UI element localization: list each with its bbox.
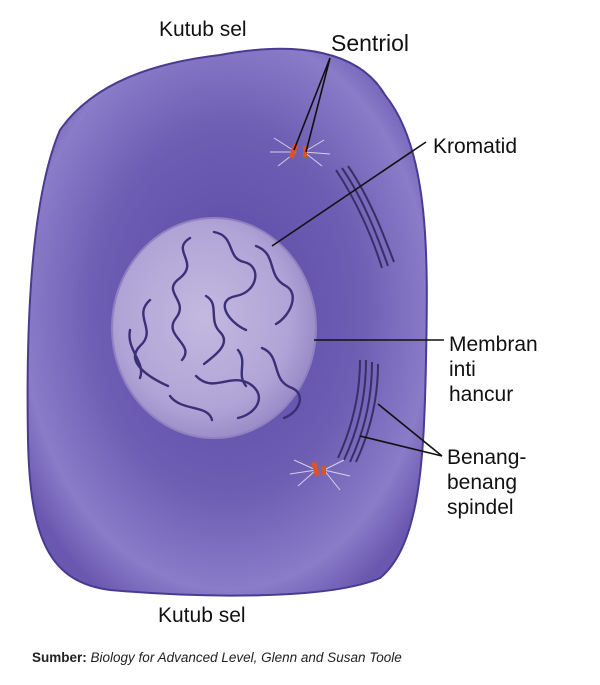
pointer-lines xyxy=(271,57,444,457)
label-nuclear-membrane-line3: hancur xyxy=(449,382,514,406)
source-citation: Biology for Advanced Level, Glenn and Su… xyxy=(90,650,402,665)
label-pole-bottom: Kutub sel xyxy=(158,604,246,627)
label-nuclear-membrane-line1: Membran xyxy=(449,333,538,356)
pointer-sentriol-1 xyxy=(293,57,331,151)
label-spindle-line3: spindel xyxy=(447,495,514,519)
label-nuclear-membrane-line2: inti xyxy=(449,357,476,381)
pointer-benang-2 xyxy=(359,435,443,457)
nucleus xyxy=(111,217,317,439)
label-centriole: Sentriol xyxy=(331,30,409,56)
label-chromatid: Kromatid xyxy=(433,135,518,158)
chromatin-threads xyxy=(128,230,302,422)
label-nuclear-membrane: Membran inti hancur xyxy=(449,333,538,407)
label-spindle-fibers: Benang- benang spindel xyxy=(447,446,526,520)
centriole-top xyxy=(270,137,331,167)
source-prefix: Sumber: xyxy=(32,650,87,665)
centriole-bottom xyxy=(289,459,351,491)
label-spindle-line1: Benang- xyxy=(447,446,527,469)
label-spindle-line2: benang xyxy=(447,470,518,494)
pointer-sentriol-2 xyxy=(305,57,331,153)
spindle-fibers-top xyxy=(335,165,395,269)
source-caption: Sumber: Biology for Advanced Level, Glen… xyxy=(32,650,402,666)
spindle-fibers-bottom xyxy=(337,359,379,463)
label-pole-top: Kutub sel xyxy=(159,18,247,41)
pointer-benang-1 xyxy=(377,403,443,457)
pointer-kromatid xyxy=(271,141,427,247)
